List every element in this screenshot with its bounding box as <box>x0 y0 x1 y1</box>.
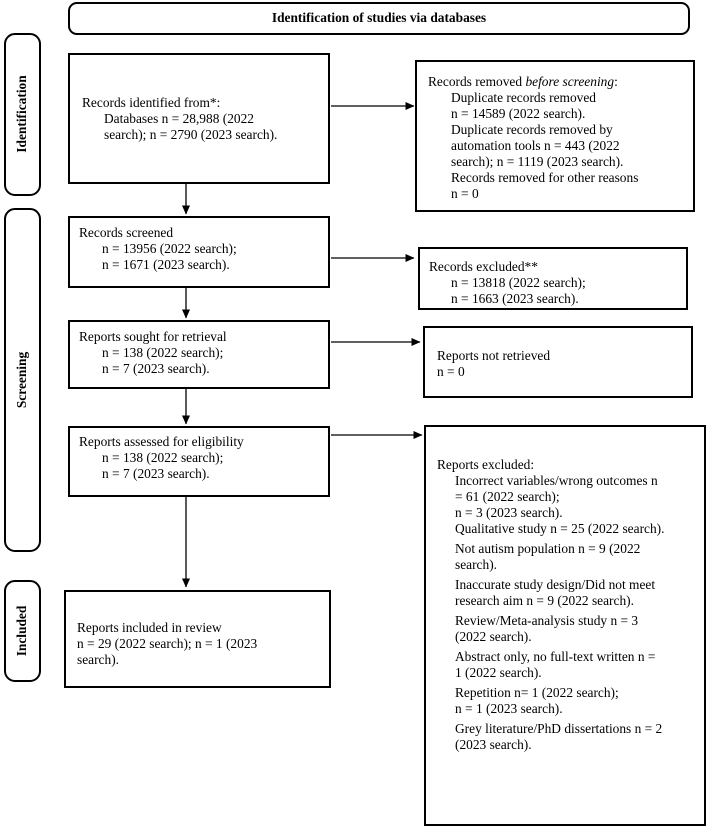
diagram-title: Identification of studies via databases <box>271 10 487 25</box>
reports-excluded-reason: Review/Meta-analysis study n = 3 <box>455 613 639 628</box>
records-removed-box <box>415 60 695 212</box>
records-screened-line: n = 1671 (2023 search). <box>102 257 230 272</box>
phase-screening-label: Screening <box>14 351 29 409</box>
reports-sought-heading: Reports sought for retrieval <box>79 329 227 344</box>
records-excluded-line: n = 13818 (2022 search); <box>451 275 586 290</box>
reports-included-line: search). <box>77 652 120 667</box>
reports-excluded-reason: = 61 (2022 search); <box>455 489 560 504</box>
reports-not-retrieved-box <box>423 326 693 398</box>
reports-excluded-reason: Incorrect variables/wrong outcomes n <box>455 473 658 488</box>
records-identified-databases-cont: search); n = 2790 (2023 search). <box>104 127 278 142</box>
phase-identification <box>4 33 41 196</box>
reports-excluded-reason: Not autism population n = 9 (2022 <box>455 541 641 556</box>
reports-included-line: n = 29 (2022 search); n = 1 (2023 <box>77 636 258 651</box>
reports-assessed-line: n = 7 (2023 search). <box>102 466 210 481</box>
records-identified-heading: Records identified from*: <box>82 95 221 110</box>
reports-not-retrieved-heading: Reports not retrieved <box>437 348 551 363</box>
reports-included-heading: Reports included in review <box>77 620 222 635</box>
reports-excluded-reason: (2023 search). <box>455 737 532 752</box>
records-removed-line: Records removed for other reasons <box>451 170 639 185</box>
records-screened-heading: Records screened <box>79 225 174 240</box>
records-removed-line: Duplicate records removed <box>451 90 597 105</box>
reports-excluded-reason: n = 1 (2023 search). <box>455 701 563 716</box>
reports-excluded-reason: Abstract only, no full-text written n = <box>455 649 656 664</box>
records-excluded-heading: Records excluded** <box>429 259 538 274</box>
phase-included <box>4 580 41 682</box>
records-screened-box <box>68 216 330 288</box>
title-banner <box>68 2 690 35</box>
reports-excluded-reason: Grey literature/PhD dissertations n = 2 <box>455 721 663 736</box>
reports-assessed-box <box>68 426 330 497</box>
phase-identification-label: Identification <box>14 75 29 153</box>
records-removed-line: n = 0 <box>451 186 479 201</box>
records-excluded-line: n = 1663 (2023 search). <box>451 291 579 306</box>
reports-sought-line: n = 138 (2022 search); <box>102 345 224 360</box>
reports-assessed-heading: Reports assessed for eligibility <box>79 434 244 449</box>
records-excluded-box <box>418 247 688 310</box>
reports-excluded-reason: Repetition n= 1 (2022 search); <box>455 685 619 700</box>
records-removed-line: n = 14589 (2022 search). <box>451 106 586 121</box>
reports-sought-box <box>68 320 330 389</box>
reports-excluded-reason: Inaccurate study design/Did not meet <box>455 577 656 592</box>
reports-excluded-reason: research aim n = 9 (2022 search). <box>455 593 634 608</box>
phase-included-label: Included <box>14 605 29 657</box>
records-removed-line: Duplicate records removed by <box>451 122 613 137</box>
reports-excluded-reason: Qualitative study n = 25 (2022 search). <box>455 521 665 536</box>
reports-not-retrieved-count: n = 0 <box>437 364 465 379</box>
records-removed-line: automation tools n = 443 (2022 <box>451 138 620 153</box>
reports-excluded-reason: 1 (2022 search). <box>455 665 542 680</box>
records-screened-line: n = 13956 (2022 search); <box>102 241 237 256</box>
reports-excluded-heading: Reports excluded: <box>437 457 535 472</box>
reports-included-box <box>64 590 331 688</box>
reports-excluded-reason: n = 3 (2023 search). <box>455 505 563 520</box>
reports-excluded-reason: search). <box>455 557 498 572</box>
records-identified-box <box>68 53 330 184</box>
records-removed-line: search); n = 1119 (2023 search). <box>451 154 624 169</box>
reports-excluded-box <box>424 425 706 826</box>
records-identified-databases: Databases n = 28,988 (2022 <box>104 111 254 126</box>
reports-sought-line: n = 7 (2023 search). <box>102 361 210 376</box>
records-removed-heading: Records removed before screening: <box>428 74 618 89</box>
phase-screening <box>4 208 41 552</box>
reports-excluded-reason: (2022 search). <box>455 629 532 644</box>
reports-assessed-line: n = 138 (2022 search); <box>102 450 224 465</box>
